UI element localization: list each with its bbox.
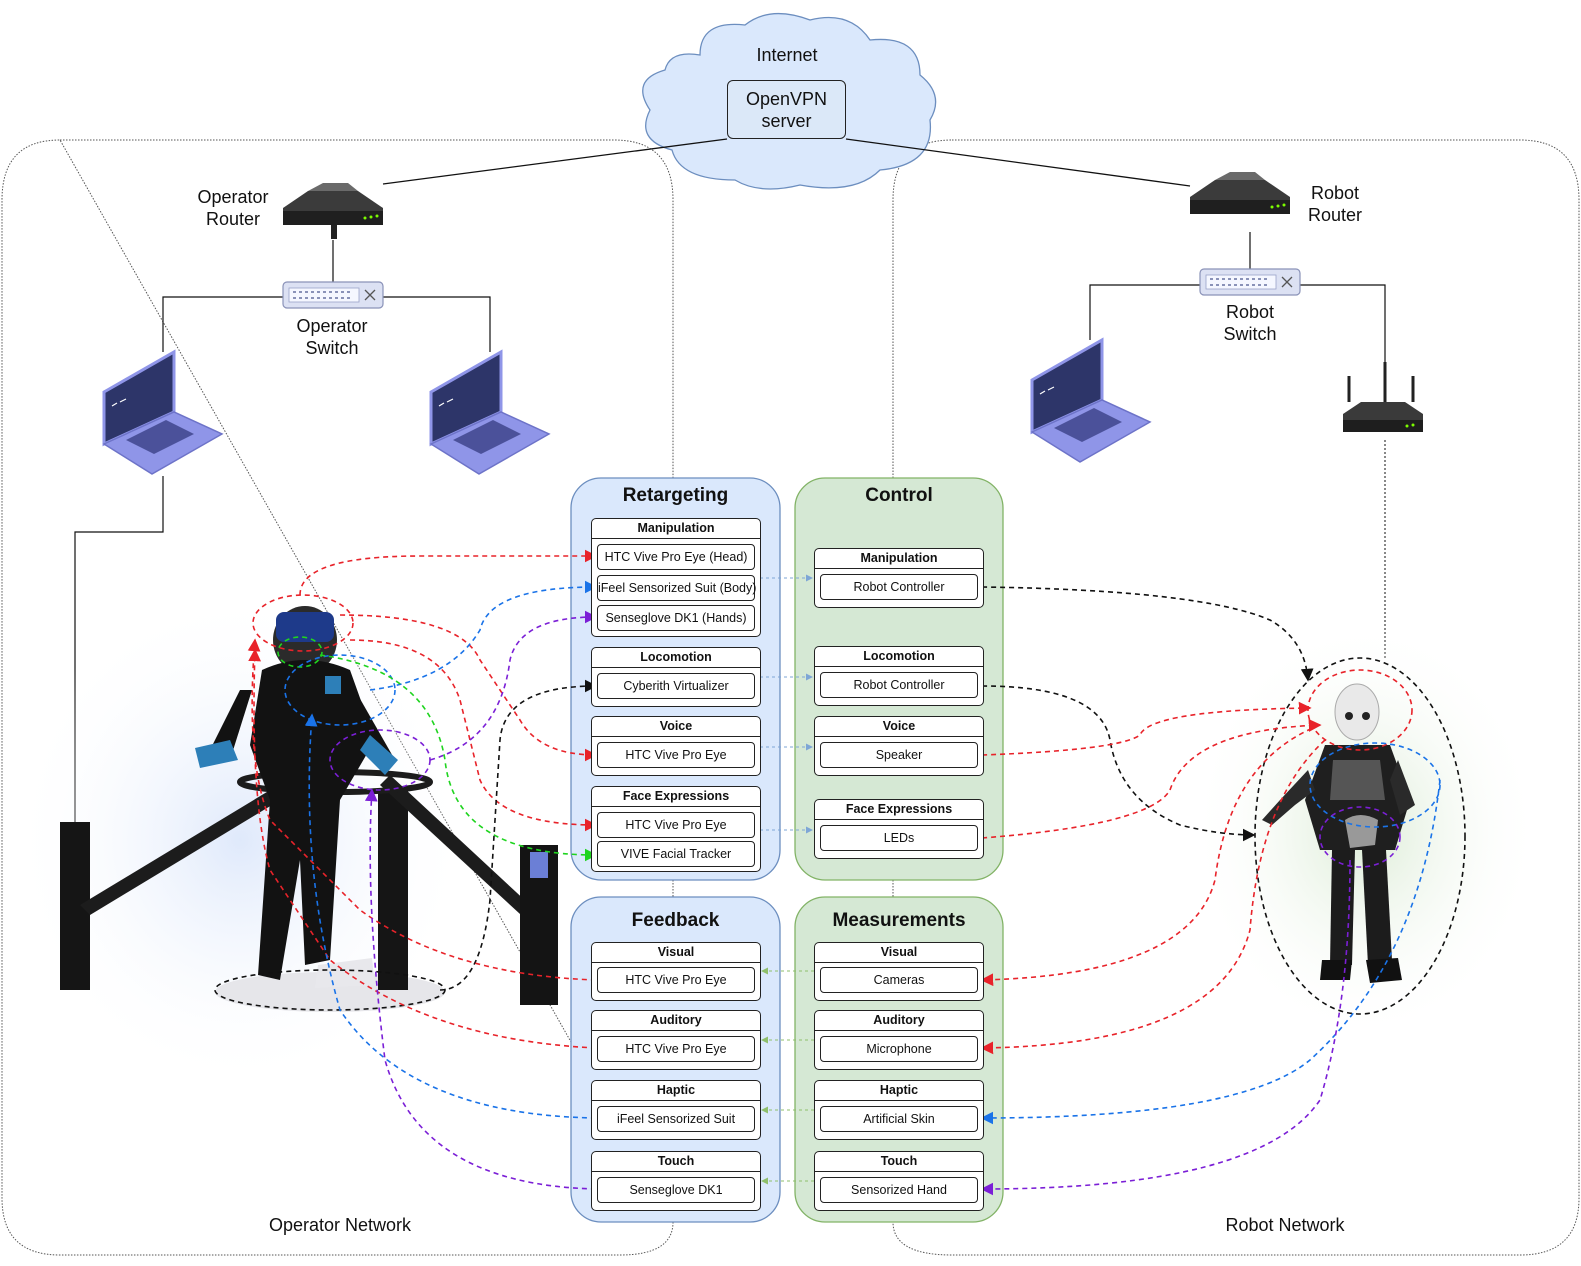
feedback-item-haptic[interactable]: iFeel Sensorized Suit xyxy=(597,1106,755,1132)
group-title: Haptic xyxy=(592,1081,760,1101)
robot-router-label: Robot Router xyxy=(1307,183,1363,225)
control-locomotion-group: Locomotion Robot Controller xyxy=(814,646,984,706)
control-manipulation-group: Manipulation Robot Controller xyxy=(814,548,984,608)
control-item-manipulation[interactable]: Robot Controller xyxy=(820,574,978,600)
feedback-title: Feedback xyxy=(631,910,720,931)
retargeting-item-body[interactable]: iFeel Sensorized Suit (Body) xyxy=(597,575,756,601)
feedback-visual-group: Visual HTC Vive Pro Eye xyxy=(591,942,761,1001)
router-icon xyxy=(1190,172,1290,214)
retargeting-manipulation-group: Manipulation HTC Vive Pro Eye (Head) iFe… xyxy=(591,518,761,637)
retargeting-locomotion-group: Locomotion Cyberith Virtualizer xyxy=(591,647,761,707)
wan-link-operator xyxy=(382,138,728,185)
retargeting-item-hands[interactable]: Senseglove DK1 (Hands) xyxy=(597,605,755,631)
measurements-title: Measurements xyxy=(832,910,966,931)
retargeting-to-control-arrows xyxy=(760,574,813,834)
measurements-visual-group: Visual Cameras xyxy=(814,942,984,1001)
feedback-haptic-group: Haptic iFeel Sensorized Suit xyxy=(591,1080,761,1140)
group-title: Visual xyxy=(592,943,760,963)
openvpn-server[interactable]: OpenVPN server xyxy=(727,80,846,139)
router-icon xyxy=(283,183,383,239)
operator-flow-arrows xyxy=(247,549,598,1190)
group-title: Auditory xyxy=(815,1011,983,1031)
group-title: Voice xyxy=(592,717,760,737)
group-title: Touch xyxy=(815,1152,983,1172)
retargeting-item-head[interactable]: HTC Vive Pro Eye (Head) xyxy=(597,544,755,570)
group-title: Voice xyxy=(815,717,983,737)
operator-network-label: Operator Network xyxy=(268,1215,412,1235)
feedback-item-visual[interactable]: HTC Vive Pro Eye xyxy=(597,967,755,993)
group-title: Manipulation xyxy=(815,549,983,569)
retargeting-voice-group: Voice HTC Vive Pro Eye xyxy=(591,716,761,776)
feedback-item-touch[interactable]: Senseglove DK1 xyxy=(597,1177,755,1203)
control-title: Control xyxy=(865,485,933,506)
robot-network-label: Robot Network xyxy=(1225,1215,1345,1235)
group-title: Locomotion xyxy=(592,648,760,668)
group-title: Haptic xyxy=(815,1081,983,1101)
laptop-icon xyxy=(102,349,224,475)
group-title: Visual xyxy=(815,943,983,963)
wan-link-robot xyxy=(845,138,1191,187)
control-item-locomotion[interactable]: Robot Controller xyxy=(820,672,978,698)
retargeting-item-face-eye[interactable]: HTC Vive Pro Eye xyxy=(597,812,755,838)
feedback-touch-group: Touch Senseglove DK1 xyxy=(591,1151,761,1211)
group-title: Locomotion xyxy=(815,647,983,667)
robot-figure-icon xyxy=(1262,683,1415,983)
measurements-item-hand[interactable]: Sensorized Hand xyxy=(820,1177,978,1203)
measurements-touch-group: Touch Sensorized Hand xyxy=(814,1151,984,1211)
feedback-auditory-group: Auditory HTC Vive Pro Eye xyxy=(591,1010,761,1070)
group-title: Face Expressions xyxy=(592,787,760,807)
switch-icon xyxy=(282,281,384,309)
operator-switch-label: Operator Switch xyxy=(296,316,368,358)
measurement-to-feedback-arrows xyxy=(761,967,814,1185)
robot-flow-arrows xyxy=(980,586,1441,1196)
group-title: Touch xyxy=(592,1152,760,1172)
control-item-leds[interactable]: LEDs xyxy=(820,825,978,851)
group-title: Manipulation xyxy=(592,519,760,539)
measurements-item-skin[interactable]: Artificial Skin xyxy=(820,1106,978,1132)
laptop-icon xyxy=(1030,337,1152,463)
operator-network-frame xyxy=(1,139,674,1256)
measurements-item-cameras[interactable]: Cameras xyxy=(820,967,978,993)
group-title: Face Expressions xyxy=(815,800,983,820)
retargeting-item-virtualizer[interactable]: Cyberith Virtualizer xyxy=(597,673,755,699)
control-voice-group: Voice Speaker xyxy=(814,716,984,776)
retargeting-item-voice[interactable]: HTC Vive Pro Eye xyxy=(597,742,755,768)
retargeting-item-facial-tracker[interactable]: VIVE Facial Tracker xyxy=(597,841,755,867)
retargeting-title: Retargeting xyxy=(622,485,729,506)
operator-router-label: Operator Router xyxy=(197,187,269,229)
wifi-router-icon xyxy=(1343,362,1423,432)
laptop-icon xyxy=(429,349,551,475)
measurements-auditory-group: Auditory Microphone xyxy=(814,1010,984,1070)
openvpn-server-label: OpenVPN server xyxy=(745,89,828,131)
measurements-item-microphone[interactable]: Microphone xyxy=(820,1036,978,1062)
internet-label: Internet xyxy=(756,45,818,65)
control-item-speaker[interactable]: Speaker xyxy=(820,742,978,768)
retargeting-face-group: Face Expressions HTC Vive Pro Eye VIVE F… xyxy=(591,786,761,872)
treadmill-icon xyxy=(60,769,558,1012)
feedback-item-auditory[interactable]: HTC Vive Pro Eye xyxy=(597,1036,755,1062)
switch-icon xyxy=(1199,268,1301,296)
robot-switch-label: Robot Switch xyxy=(1223,302,1277,344)
control-face-group: Face Expressions LEDs xyxy=(814,799,984,859)
group-title: Auditory xyxy=(592,1011,760,1031)
measurements-haptic-group: Haptic Artificial Skin xyxy=(814,1080,984,1140)
robot-network-frame xyxy=(892,139,1580,1256)
